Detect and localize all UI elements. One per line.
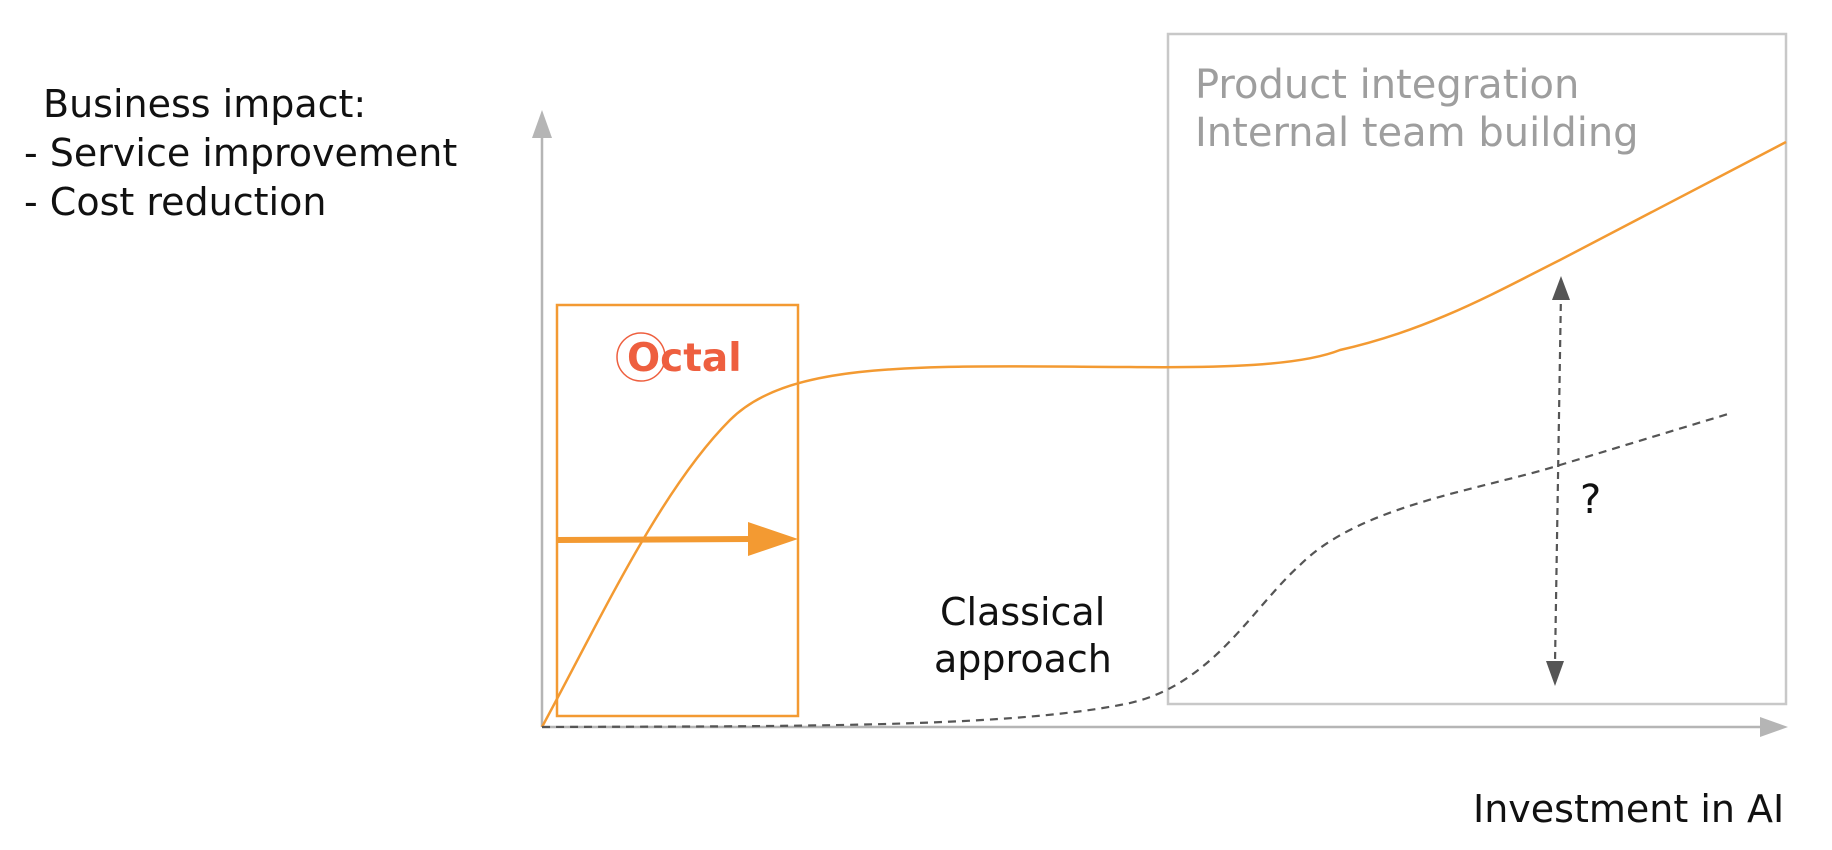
x-axis-label: Investment in AI bbox=[1473, 787, 1784, 831]
y-axis-arrowhead bbox=[532, 110, 552, 138]
classical-curve bbox=[541, 412, 1729, 729]
octal-box bbox=[555, 303, 800, 718]
gap-question-mark: ? bbox=[1580, 477, 1601, 523]
y-axis-title: Business impact: bbox=[43, 82, 366, 126]
octal-curve bbox=[540, 140, 1787, 728]
octal-arrow-head bbox=[748, 522, 798, 556]
octal-arrow-shaft bbox=[556, 536, 753, 543]
integration-box bbox=[1166, 32, 1788, 706]
gap-arrow-bottom-head bbox=[1546, 661, 1564, 686]
gap-arrow-top-head bbox=[1552, 276, 1570, 300]
y-axis-item-2: - Cost reduction bbox=[24, 180, 326, 224]
y-axis-item-1: - Service improvement bbox=[24, 131, 457, 175]
gap-arrow bbox=[1553, 291, 1563, 664]
x-axis-arrowhead bbox=[1760, 717, 1788, 737]
classical-label-line-2: approach bbox=[934, 637, 1112, 681]
octal-logo: Octal bbox=[616, 332, 742, 382]
integration-box-line-2: Internal team building bbox=[1195, 110, 1639, 156]
classical-label-line-1: Classical bbox=[940, 590, 1105, 634]
ring-icon bbox=[616, 332, 666, 382]
integration-box-line-1: Product integration bbox=[1195, 62, 1579, 108]
octal-logo-text: Octal bbox=[627, 336, 742, 381]
